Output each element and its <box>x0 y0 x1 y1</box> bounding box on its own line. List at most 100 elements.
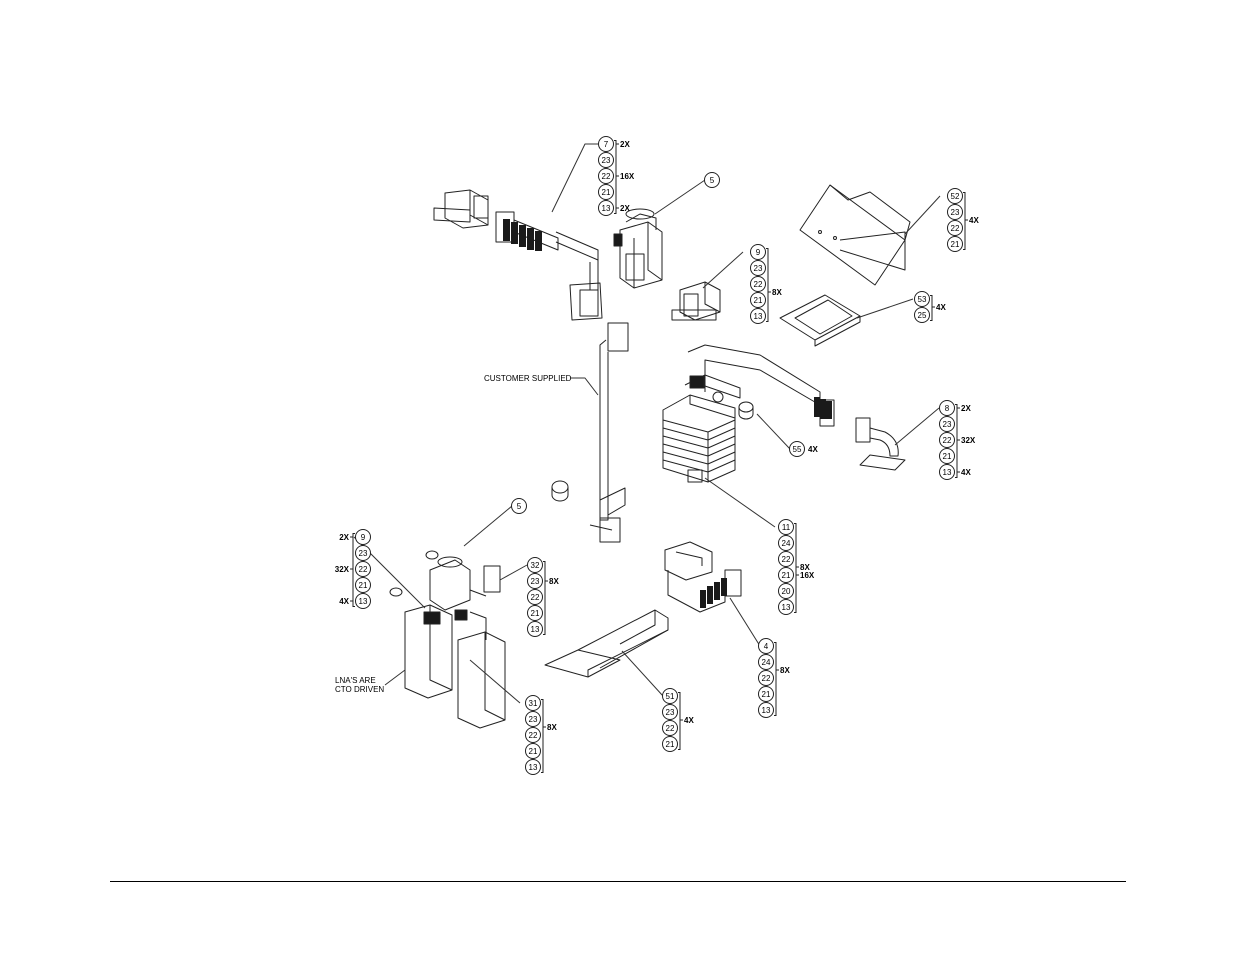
item-balloon-number: 22 <box>666 724 675 733</box>
item-balloon <box>355 545 371 561</box>
quantity-label: 4X <box>684 716 694 725</box>
item-balloon-number: 5 <box>710 176 715 185</box>
waveguide-bend-8 <box>855 417 906 471</box>
item-balloon-number: 25 <box>918 311 927 320</box>
quantity-label: 4X <box>961 468 971 477</box>
item-balloon-number: 21 <box>602 188 611 197</box>
quantity-label: 8X <box>772 288 782 297</box>
item-balloon-number: 22 <box>782 555 791 564</box>
balloon-bracket <box>678 692 681 750</box>
balloon-bracket <box>543 561 546 635</box>
item-balloon <box>527 589 543 605</box>
item-balloon <box>598 184 614 200</box>
item-balloon-number: 13 <box>943 468 952 477</box>
item-balloon-number: 22 <box>602 172 611 181</box>
waveguide-flex-assembly-top <box>495 211 603 321</box>
balloon-bracket <box>963 192 966 250</box>
item-balloon <box>750 276 766 292</box>
label-lna-cto-driven-line1: LNA'S ARE <box>335 676 376 685</box>
item-balloon-number: 13 <box>531 625 540 634</box>
quantity-label: 4X <box>808 445 818 454</box>
quantity-label: 4X <box>339 597 349 606</box>
quantity-label: 32X <box>335 565 350 574</box>
item-balloon-number: 21 <box>782 571 791 580</box>
footer-rule <box>110 881 1126 882</box>
item-balloon-number: 51 <box>666 692 675 701</box>
item-balloon-number: 20 <box>782 587 791 596</box>
item-balloon-number: 4 <box>764 642 769 651</box>
quantity-label: 2X <box>620 140 630 149</box>
item-balloon-number: 21 <box>762 690 771 699</box>
balloon-bracket <box>794 523 797 613</box>
vertical-waveguide-customer-supplied <box>589 322 629 543</box>
item-balloon <box>598 200 614 216</box>
item-balloon <box>355 529 371 545</box>
balloon-bracket <box>766 248 769 322</box>
finned-amplifier-unit <box>662 344 835 483</box>
item-balloon <box>662 688 678 704</box>
item-balloon-number: 22 <box>943 436 952 445</box>
item-balloon-number: 23 <box>943 420 952 429</box>
item-balloon-number: 23 <box>602 156 611 165</box>
item-balloon-number: 21 <box>529 747 538 756</box>
item-balloon <box>947 188 963 204</box>
mounting-bracket-51 <box>544 609 669 678</box>
bushing-55 <box>738 401 754 420</box>
item-balloon-number: 11 <box>782 523 791 532</box>
flex-bellows-top <box>503 219 542 251</box>
item-balloon <box>355 561 371 577</box>
flex-bellows-lower <box>700 578 727 608</box>
item-balloon <box>704 172 720 188</box>
item-balloon <box>758 702 774 718</box>
item-balloon <box>598 168 614 184</box>
item-balloon <box>527 605 543 621</box>
item-balloon-number: 22 <box>754 280 763 289</box>
item-balloon <box>758 670 774 686</box>
item-balloon-number: 5 <box>517 502 522 511</box>
item-balloon-number: 24 <box>782 539 791 548</box>
item-balloon-number: 22 <box>531 593 540 602</box>
item-balloon <box>789 441 805 457</box>
mounting-bracket-52 <box>799 184 911 286</box>
item-balloon <box>662 736 678 752</box>
item-balloon-number: 13 <box>754 312 763 321</box>
item-balloon <box>598 152 614 168</box>
lna-assembly <box>389 550 506 729</box>
item-balloon <box>914 307 930 323</box>
balloon-bracket <box>352 533 355 607</box>
item-balloon-number: 13 <box>359 597 368 606</box>
item-balloon-number: 21 <box>531 609 540 618</box>
quantity-label: 8X <box>780 666 790 675</box>
item-balloon-number: 24 <box>762 658 771 667</box>
waveguide-load-upper <box>671 281 721 321</box>
item-balloon <box>939 416 955 432</box>
item-balloon <box>750 260 766 276</box>
item-balloon <box>355 577 371 593</box>
item-balloon <box>778 551 794 567</box>
label-customer-supplied: CUSTOMER SUPPLIED <box>484 374 572 383</box>
item-balloon <box>525 743 541 759</box>
item-balloon <box>527 621 543 637</box>
item-balloon-number: 23 <box>359 549 368 558</box>
item-balloon <box>778 535 794 551</box>
bushing-center <box>551 480 569 502</box>
mounting-bracket-53 <box>779 294 861 347</box>
item-balloon <box>758 654 774 670</box>
balloon-bracket <box>955 404 958 478</box>
quantity-label: 8X <box>549 577 559 586</box>
quantity-label: 2X <box>620 204 630 213</box>
item-balloon <box>355 593 371 609</box>
circulator-top <box>613 208 663 289</box>
item-balloon-number: 22 <box>529 731 538 740</box>
item-balloon <box>525 711 541 727</box>
quantity-label: 2X <box>339 533 349 542</box>
